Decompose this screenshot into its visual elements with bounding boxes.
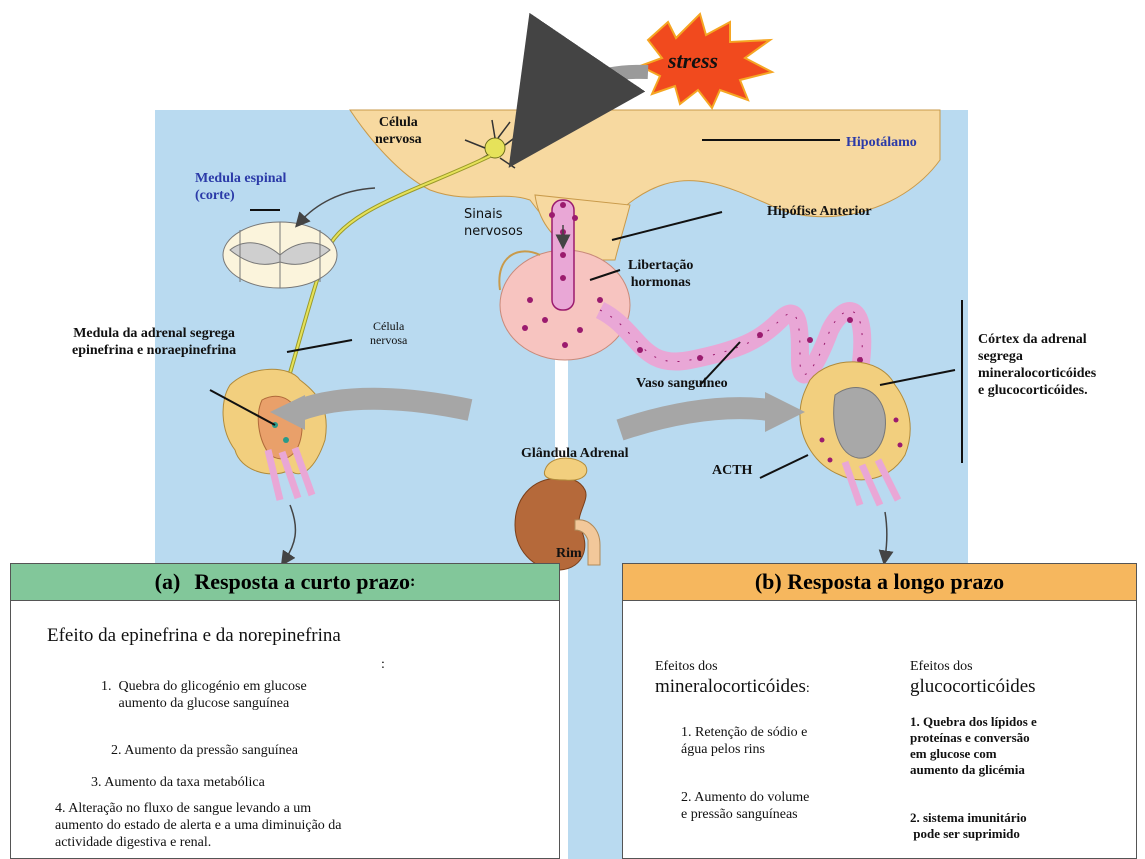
- gluco-effects-pre: Efeitos dos: [910, 658, 973, 675]
- short-term-header-letter: (a): [155, 569, 181, 595]
- short-term-item-1: 1. Quebra do glicogénio em glucose aumen…: [101, 678, 307, 712]
- label-medula-adrenal: Medula da adrenal segrega epinefrina e n…: [72, 325, 236, 359]
- short-term-header-title: Resposta a curto prazo: [194, 569, 410, 595]
- mineral-effects-title: mineralocorticóides:: [655, 676, 810, 700]
- short-term-header-colon: :: [410, 573, 415, 591]
- stress-label: stress: [668, 48, 718, 74]
- label-rim: Rim: [556, 545, 582, 562]
- short-term-header: (a) Resposta a curto prazo :: [11, 564, 559, 601]
- label-cortex-adrenal: Córtex da adrenal segrega mineralocortic…: [978, 331, 1096, 399]
- label-acth: ACTH: [712, 462, 752, 479]
- label-sinais-nervosos: Sinais nervosos: [464, 206, 523, 240]
- short-term-title: Efeito da epinefrina e da norepinefrina: [47, 627, 341, 644]
- label-hipotalamo: Hipotálamo: [846, 134, 917, 151]
- label-vaso-sanguineo: Vaso sanguíneo: [636, 375, 728, 392]
- short-term-item-2: 2. Aumento da pressão sanguínea: [111, 742, 298, 759]
- label-celula-nervosa: Célula nervosa: [375, 114, 422, 148]
- label-glandula-adrenal: Glândula Adrenal: [521, 445, 629, 462]
- short-term-response-box: (a) Resposta a curto prazo : Efeito da e…: [10, 563, 560, 859]
- gluco-item-1: 1. Quebra dos lípidos e proteínas e conv…: [910, 714, 1037, 778]
- short-term-stray-colon: :: [381, 656, 385, 673]
- label-libertacao-hormonas: Libertação hormonas: [628, 257, 693, 291]
- short-term-item-4: 4. Alteração no fluxo de sangue levando …: [55, 800, 342, 851]
- label-hipofise-anterior: Hipófise Anterior: [767, 203, 872, 220]
- stress-arrow: [548, 72, 648, 110]
- mineral-item-1: 1. Retenção de sódio e água pelos rins: [681, 724, 807, 758]
- long-term-response-box: (b) Resposta a longo prazo Efeitos dos m…: [622, 563, 1137, 859]
- adrenal-arrow-left: [300, 399, 470, 410]
- label-celula-nervosa-2: Célula nervosa: [370, 319, 407, 347]
- adrenal-arrow-right: [620, 408, 770, 430]
- hypothalamus-tissue: [350, 110, 940, 255]
- mineral-item-2: 2. Aumento do volume e pressão sanguínea…: [681, 789, 809, 823]
- label-medula-espinal: Medula espinal (corte): [195, 170, 286, 204]
- mineral-title-text: mineralocorticóides: [655, 676, 806, 697]
- mineral-title-colon: :: [806, 681, 810, 696]
- long-term-header: (b) Resposta a longo prazo: [623, 564, 1136, 601]
- short-term-item-3: 3. Aumento da taxa metabólica: [91, 774, 265, 791]
- pituitary-stalk: [535, 195, 630, 260]
- gluco-effects-title: glucocorticóides: [910, 676, 1036, 698]
- mineral-effects-pre: Efeitos dos: [655, 658, 718, 675]
- blood-vessel: [600, 310, 862, 374]
- gluco-item-2: 2. sistema imunitário pode ser suprimido: [910, 810, 1027, 842]
